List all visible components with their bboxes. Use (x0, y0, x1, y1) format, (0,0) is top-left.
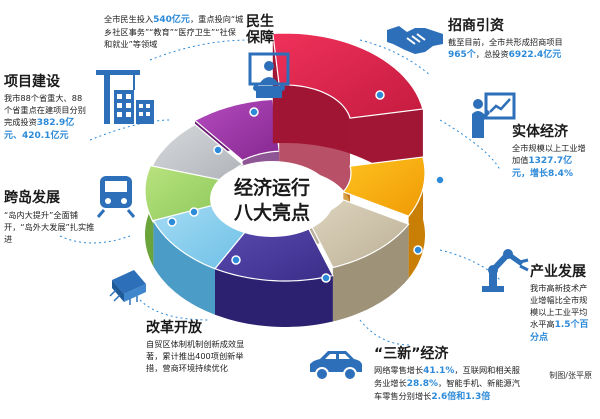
kuadao-desc: “岛内大提升”全面铺开，“岛外大发展”扎实推进 (4, 210, 95, 244)
segment-chanye-side (332, 224, 409, 322)
segment-shiti-top (342, 156, 426, 217)
credit-text: 制图/张平原 (549, 371, 592, 380)
connector-dot (249, 107, 259, 117)
segment-zhaoshang-inner (279, 85, 350, 203)
kuadao-title: 跨岛发展 (4, 190, 60, 206)
connector-line (89, 119, 171, 141)
zhaoshang-title: 招商引资 (448, 18, 504, 34)
sanxin-desc: 网络零售增长41.1%，互联网和相关服务业增长28.8%，智能手机、新能源汽车零… (374, 365, 520, 402)
center-title: 经济运行 八大亮点 (228, 176, 316, 226)
minsheng-desc: 全市民生投入540亿元，重点投向“城乡社区事务”“教育”“医疗卫生”“社保和就业… (104, 14, 244, 49)
microchip-icon (109, 270, 146, 305)
center-disc (210, 161, 334, 237)
chanye-desc: 我市高新技术产业增幅比全市规模以上工业平均水平高1.5个百分点 (530, 283, 589, 343)
shiti-desc: 全市规模以上工业增加值1327.7亿元，增长8.4% (512, 143, 586, 179)
xiangmu-title: 项目建设 (4, 74, 60, 90)
sanxin-title: “三新”经济 (374, 346, 449, 362)
train-icon (96, 176, 136, 218)
segment-zhaoshang-top (272, 32, 424, 119)
chanye-title: 产业发展 (530, 264, 586, 280)
connector-dot (435, 175, 445, 185)
handshake-icon (387, 26, 443, 54)
minsheng-title: 民生 保障 (246, 14, 274, 46)
connector-dot (231, 255, 241, 265)
connector-line (59, 235, 131, 244)
center-title-line-2: 八大亮点 (233, 202, 310, 224)
connector-line (139, 299, 211, 321)
gaige-title: 改革开放 (146, 320, 202, 336)
connector-dot (375, 90, 385, 100)
gaige-desc: 自贸区体制机制创新成效显著，累计推出400项创新举措，营商环境持续优化 (146, 339, 245, 373)
connector-line (359, 319, 411, 346)
connector-dot (413, 245, 423, 255)
connector-line (149, 39, 251, 61)
connector-line (359, 39, 431, 76)
people-podium-icon (248, 52, 290, 98)
connector-dot (321, 273, 331, 283)
ring-segments (144, 32, 426, 327)
connector-line (439, 119, 501, 171)
robot-arm-icon (482, 249, 529, 292)
segment-sanxin-side (215, 268, 333, 327)
segment-gaige-side (153, 220, 215, 315)
construction-crane-icon (96, 70, 154, 124)
xiangmu-desc: 我市88个省重大、88个省重点在建项目分别完成投资382.9亿元、420.1亿元 (4, 93, 86, 141)
connector-dot (213, 145, 223, 155)
presentation-board-icon (472, 92, 516, 138)
connector-dot (167, 217, 177, 227)
connector-dot (189, 207, 199, 217)
zhaoshang-desc: 截至目前，全市共形成招商项目965个，总投资6922.4亿元 (448, 37, 563, 60)
center-title-line-1: 经济运行 (233, 177, 310, 199)
shiti-title: 实体经济 (512, 124, 568, 140)
car-icon (310, 351, 362, 381)
